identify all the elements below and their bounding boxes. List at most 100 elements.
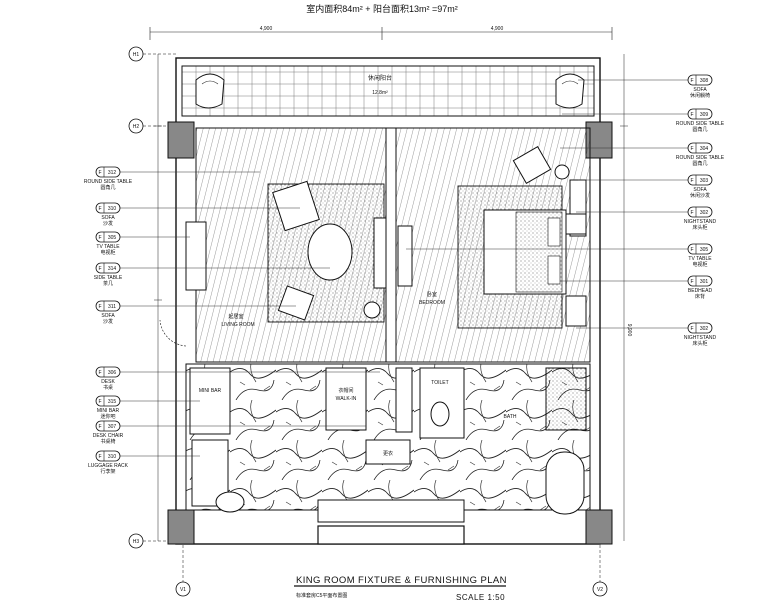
entry-threshold: [317, 525, 465, 545]
tag-code: F: [98, 424, 101, 430]
tag-number: 301: [700, 279, 709, 285]
tag-name-cn: 书桌椅: [100, 438, 115, 445]
walkin-label-en: WALK-IN: [336, 396, 357, 402]
tag-code: F: [690, 146, 693, 152]
tag-name-cn: 沙发: [103, 220, 113, 227]
bathroom-marble-floor: [185, 363, 591, 511]
tag-code: F: [98, 206, 101, 212]
tag-name-cn: 休闲沙发: [690, 192, 710, 199]
toilet-fixture: [430, 401, 450, 427]
tag-code: F: [690, 178, 693, 184]
bedroom-lounge-chair: [512, 146, 570, 184]
tag-code: F: [690, 279, 693, 285]
tag-code: F: [98, 235, 101, 241]
bedroom-label-en: BEDROOM: [419, 300, 445, 306]
svg-text:V1: V1: [180, 587, 186, 593]
closet-door-panels: [395, 367, 413, 433]
tag-name-cn: 圆角几: [692, 160, 707, 167]
tag-name-en: DESK: [101, 379, 115, 385]
walkin-label-cn: 衣帽间: [338, 387, 353, 394]
living-tv-table: [185, 221, 207, 291]
living-sofa-armchair: [272, 180, 320, 232]
tag-number: 310: [108, 454, 117, 460]
king-bed: [483, 209, 567, 295]
dressing-bench: [365, 439, 411, 465]
vanity-basin: [215, 491, 245, 513]
dim-top-left: 4,900: [260, 26, 273, 32]
drawing-title: KING ROOM FIXTURE & FURNISHING PLAN: [296, 575, 507, 586]
tag-number: 305: [700, 247, 709, 253]
tag-name-en: ROUND SIDE TABLE: [676, 155, 725, 161]
living-label-en: LIVING ROOM: [221, 322, 254, 328]
bedroom-tv-table: [397, 225, 413, 287]
tag-name-cn: 床头柜: [692, 224, 707, 231]
nightstand-bottom: [565, 295, 587, 327]
tag-name-en: ROUND SIDE TABLE: [84, 179, 133, 185]
tag-code: F: [98, 266, 101, 272]
dim-top-right: 4,900: [491, 26, 504, 32]
leader-lines-left: [120, 171, 380, 457]
column-bottom-left: [167, 509, 195, 545]
tag-code: F: [690, 78, 693, 84]
balcony-area: 12.8m²: [372, 90, 388, 96]
tag-name-cn: 沙发: [103, 318, 113, 325]
tag-code: F: [98, 370, 101, 376]
tag-code: F: [690, 247, 693, 253]
grid-bubble-h1: H1: [128, 46, 176, 62]
area-summary-text: 室内面积84m² + 阳台面积13m² =97m²: [306, 3, 458, 14]
tag-number: 307: [108, 424, 117, 430]
tag-number: 306: [108, 370, 117, 376]
tag-name-en: SOFA: [101, 215, 115, 221]
top-dimension-line: 4,900 4,900: [149, 26, 613, 40]
living-round-table: [307, 223, 353, 281]
tag-number: 312: [108, 170, 117, 176]
bathtub: [545, 451, 585, 515]
tag-name-cn: 迷你吧: [100, 413, 115, 420]
tag-number: 308: [700, 78, 709, 84]
tag-name-en: TV TABLE: [688, 256, 712, 262]
living-side-chair: [277, 285, 315, 321]
tag-name-en: BEDHEAD: [688, 288, 713, 294]
shower-area: [545, 367, 587, 431]
dim-right-total: 9,900: [626, 324, 632, 337]
drawing-scale: SCALE 1:50: [456, 593, 505, 602]
svg-text:V2: V2: [597, 587, 603, 593]
tag-name-en: SOFA: [693, 87, 707, 93]
nightstand-top: [565, 213, 587, 235]
tag-name-en: TV TABLE: [96, 244, 120, 250]
tag-number: 314: [108, 266, 117, 272]
tag-code: F: [98, 454, 101, 460]
tag-name-cn: 书桌: [103, 384, 113, 391]
tag-code: F: [690, 112, 693, 118]
tag-code: F: [690, 326, 693, 332]
tag-name-en: NIGHTSTAND: [684, 335, 717, 341]
entry-door-swing: [159, 319, 187, 347]
tag-name-cn: 圆角几: [100, 184, 115, 191]
living-label-cn: 起居室: [228, 313, 243, 320]
tag-number: 315: [108, 399, 117, 405]
dressing-label: 更衣: [383, 450, 393, 457]
tag-number: 304: [700, 146, 709, 152]
column-bottom-right: [585, 509, 613, 545]
tag-name-en: DESK CHAIR: [93, 433, 124, 439]
grid-bubble-v2: V2: [592, 545, 608, 597]
balcony-lounge-chair-right: [555, 73, 585, 109]
tag-name-cn: 电视柜: [692, 261, 707, 268]
tag-name-en: SOFA: [101, 313, 115, 319]
right-dimension-line: 9,900: [620, 54, 632, 541]
tag-name-en: MINI BAR: [97, 408, 120, 414]
grid-bubble-v1: V1: [175, 545, 191, 597]
